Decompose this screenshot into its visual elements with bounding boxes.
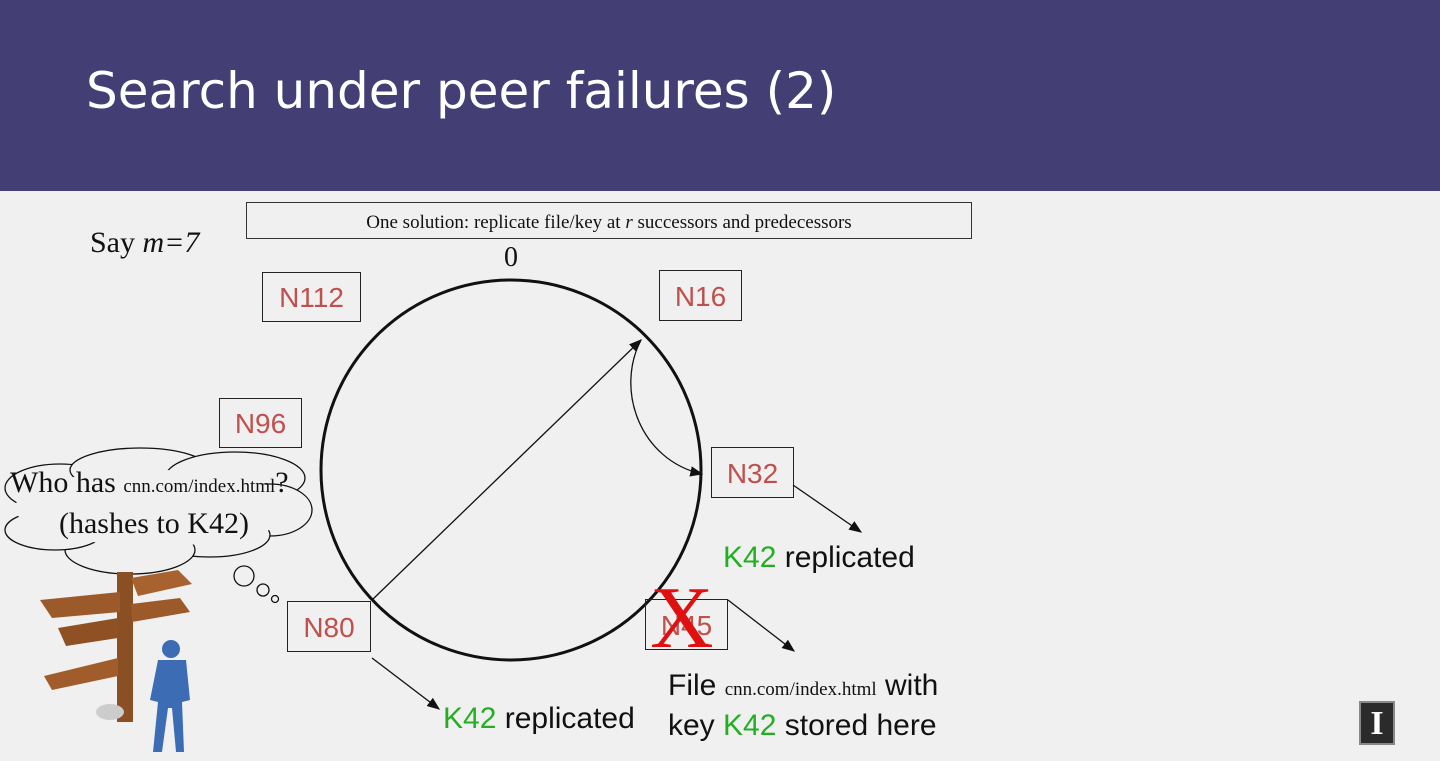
stored-arrow-n45 (727, 599, 796, 652)
key-k42: K42 (723, 709, 777, 742)
say-expr: m=7 (142, 226, 200, 259)
lookup-arrow-16-to-32 (630, 339, 704, 477)
replicated-text: replicated (776, 541, 915, 574)
node-n16: N16 (659, 270, 742, 321)
replicated-label-n32: K42 replicated (723, 541, 915, 575)
key-k42: K42 (723, 541, 777, 574)
failure-x-mark: X (650, 570, 714, 667)
solution-box: One solution: replicate file/key at r su… (246, 202, 972, 239)
node-n96: N96 (219, 398, 302, 448)
node-n80: N80 (287, 601, 371, 652)
stored-label-line2: key K42 stored here (668, 709, 937, 743)
key-word: key (668, 709, 724, 742)
stored-text: stored here (776, 709, 937, 742)
say-m: Say m=7 (90, 226, 199, 260)
file-word: File (668, 669, 725, 702)
replica-arrow-n32 (792, 484, 863, 533)
who-has: Who has (10, 466, 124, 499)
slide-title: Search under peer failures (2) (86, 62, 837, 120)
question-line1: Who has cnn.com/index.html? (10, 466, 289, 500)
replicated-text: replicated (496, 702, 635, 735)
chord-ring (319, 278, 703, 662)
ring-zero-label: 0 (504, 242, 518, 273)
node-n112: N112 (262, 272, 361, 322)
question-line2: (hashes to K42) (59, 507, 249, 540)
say-prefix: Say (90, 226, 143, 259)
person-illustration (150, 640, 190, 752)
key-k42: K42 (443, 702, 497, 735)
replica-arrow-n80 (371, 657, 441, 710)
thought-cloud (4, 447, 313, 604)
solution-var: r (625, 212, 633, 233)
signpost-illustration (40, 570, 192, 722)
file-name: cnn.com/index.html (724, 679, 877, 700)
with-word: with (876, 669, 939, 702)
replicated-label-n80: K42 replicated (443, 702, 635, 736)
solution-prefix: One solution: replicate file/key at (366, 212, 626, 233)
question-mark: ? (275, 466, 289, 499)
lookup-arrow-80-to-16 (371, 339, 642, 601)
node-n45-failed: N45 (645, 599, 728, 650)
stored-label-line1: File cnn.com/index.html with (668, 669, 938, 703)
node-n32: N32 (711, 447, 794, 498)
university-logo: I (1359, 701, 1395, 745)
solution-suffix: successors and predecessors (632, 212, 852, 233)
question-file: cnn.com/index.html (123, 476, 276, 497)
header-bar (0, 0, 1440, 191)
